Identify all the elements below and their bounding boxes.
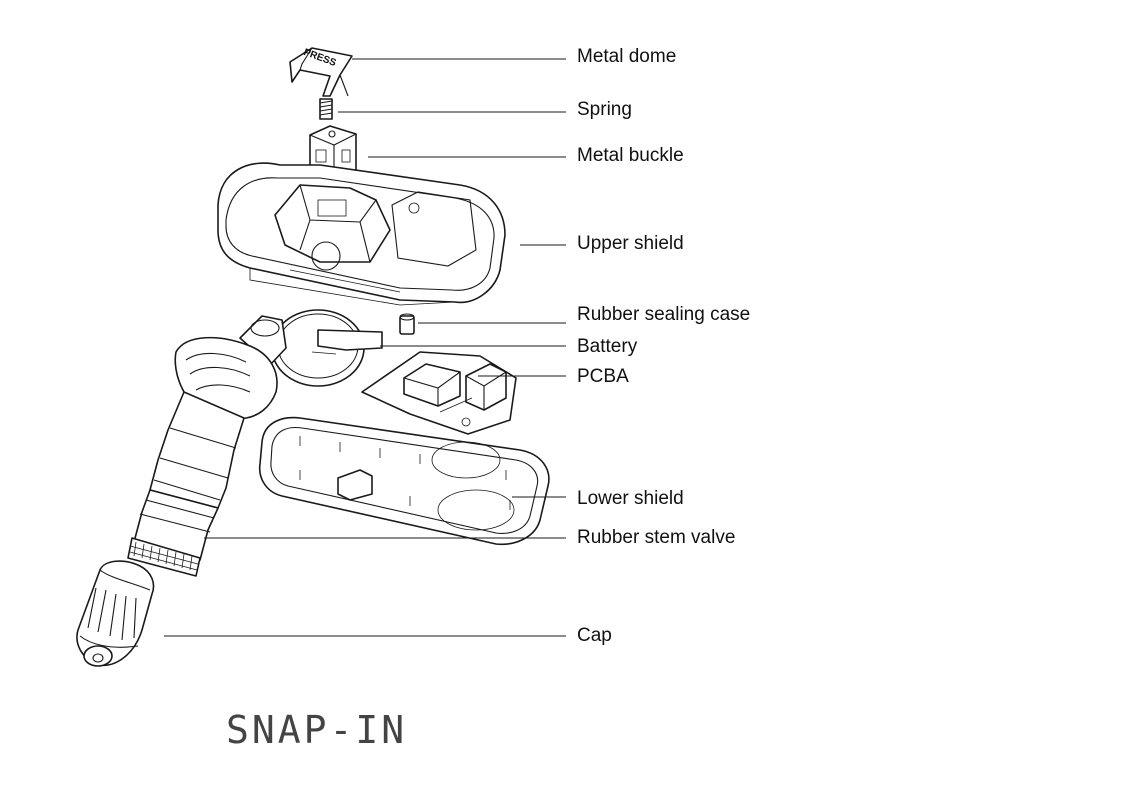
diagram-caption: SNAP-IN xyxy=(226,708,408,752)
label-metal-dome: Metal dome xyxy=(577,46,677,67)
rubber-stem-valve-part xyxy=(127,315,287,577)
label-metal-buckle: Metal buckle xyxy=(577,145,684,166)
cap-part xyxy=(76,560,155,667)
label-lower-shield: Lower shield xyxy=(577,488,684,509)
rubber-sealing-case-part xyxy=(399,313,415,335)
label-upper-shield: Upper shield xyxy=(577,233,684,254)
pcba-part xyxy=(361,351,517,435)
label-spring: Spring xyxy=(577,99,632,120)
label-rubber-sealing-case: Rubber sealing case xyxy=(577,304,751,325)
metal-dome-part: PRESS xyxy=(289,47,353,97)
label-pcba: PCBA xyxy=(577,366,629,387)
upper-shield-part xyxy=(217,162,506,306)
label-rubber-stem-valve: Rubber stem valve xyxy=(577,527,736,548)
label-cap: Cap xyxy=(577,625,612,646)
battery-part xyxy=(271,309,383,387)
lower-shield-part xyxy=(258,416,550,546)
spring-part xyxy=(319,98,333,120)
label-battery: Battery xyxy=(577,336,638,357)
